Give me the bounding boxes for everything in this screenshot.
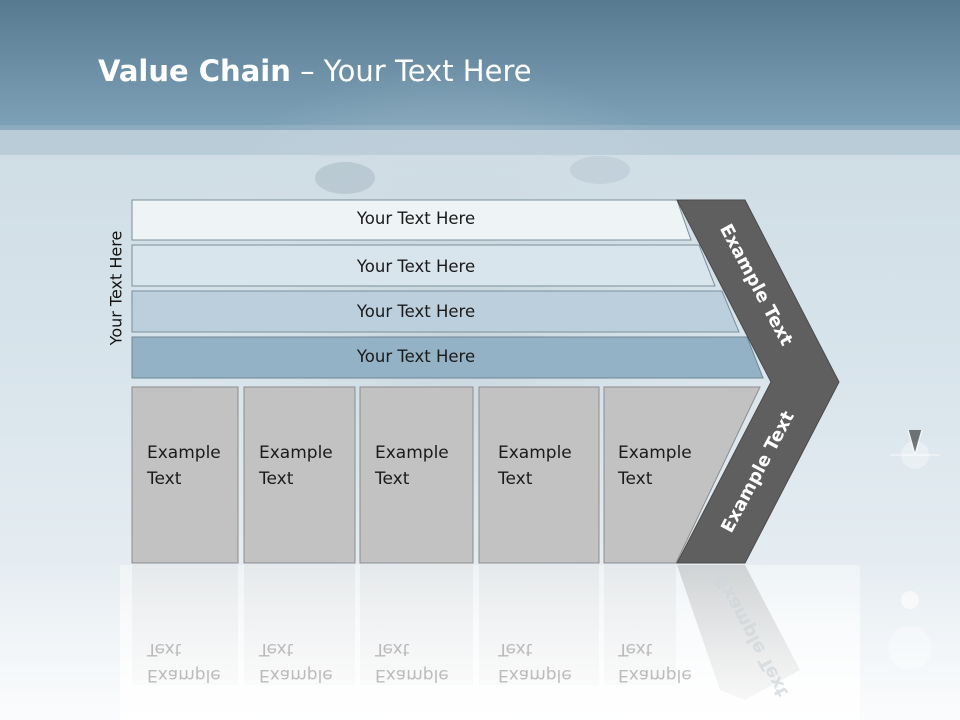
primary-box-5-line2: Text xyxy=(618,469,653,489)
support-bar-2[interactable] xyxy=(131,244,716,287)
support-bar-1[interactable] xyxy=(131,199,692,241)
primary-box-1-label: Example Text xyxy=(147,440,221,492)
slide-title-rest: – Your Text Here xyxy=(290,54,532,88)
support-bar-2-label: Your Text Here xyxy=(356,257,476,276)
primary-box-2-line2: Text xyxy=(259,469,294,489)
slide-title: Value Chain – Your Text Here xyxy=(98,54,532,88)
primary-box-4-line2: Text xyxy=(498,469,533,489)
primary-box-1[interactable] xyxy=(131,386,239,564)
primary-box-5-line1: Example xyxy=(618,443,692,463)
primary-box-1-line1: Example xyxy=(147,443,221,463)
margin-chevron[interactable] xyxy=(676,199,840,564)
primary-box-2[interactable] xyxy=(243,386,356,564)
primary-box-3[interactable] xyxy=(359,386,474,564)
primary-box-2-line1: Example xyxy=(259,443,333,463)
primary-box-2-label: Example Text xyxy=(259,440,333,492)
primary-box-1-line2: Text xyxy=(147,469,182,489)
support-bar-3-label: Your Text Here xyxy=(356,302,476,321)
primary-box-3-label: Example Text xyxy=(375,440,449,492)
primary-box-5[interactable] xyxy=(603,386,761,564)
support-bar-3[interactable] xyxy=(131,290,740,333)
primary-box-4-label: Example Text xyxy=(498,440,572,492)
primary-box-4[interactable] xyxy=(478,386,600,564)
support-bar-4[interactable] xyxy=(131,336,764,379)
primary-box-4-line1: Example xyxy=(498,443,572,463)
primary-box-3-line2: Text xyxy=(375,469,410,489)
slide-title-bold: Value Chain xyxy=(98,54,291,88)
primary-box-3-line1: Example xyxy=(375,443,449,463)
support-bar-1-label: Your Text Here xyxy=(356,209,476,228)
primary-box-5-label: Example Text xyxy=(618,440,692,492)
support-bar-4-label: Your Text Here xyxy=(356,347,476,366)
